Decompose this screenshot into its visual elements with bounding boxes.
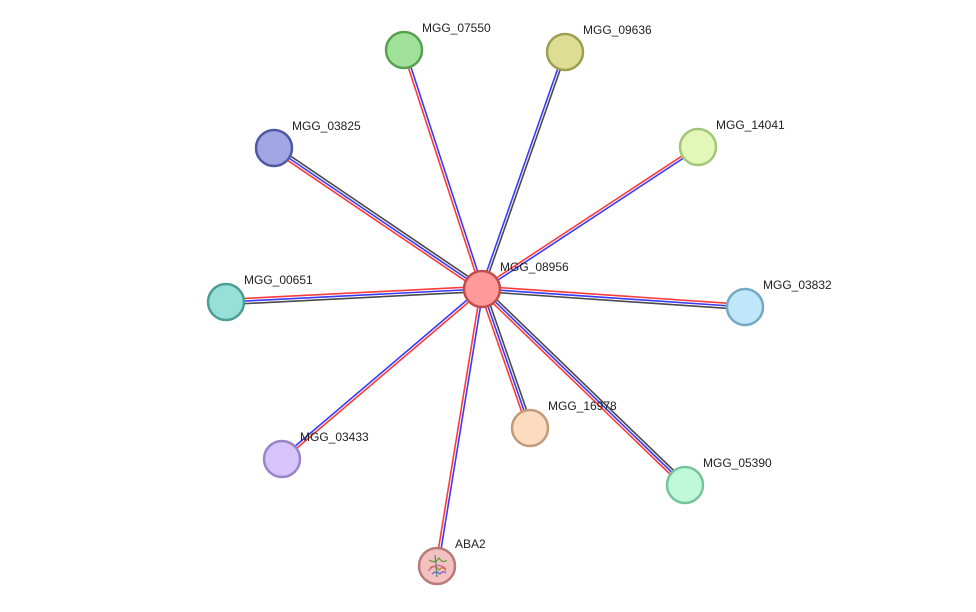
edge-line-red xyxy=(225,285,482,301)
node-circle[interactable] xyxy=(665,465,705,505)
edge-line-blue xyxy=(482,147,700,291)
edge-line-blue xyxy=(225,288,483,303)
node-label-MGG_00651: MGG_00651 xyxy=(244,273,313,287)
node-circle[interactable] xyxy=(262,439,302,479)
node-label-MGG_03832: MGG_03832 xyxy=(763,278,832,292)
edge-line-blue xyxy=(273,147,483,290)
node-ABA2[interactable] xyxy=(417,546,457,586)
node-circle[interactable] xyxy=(545,32,585,72)
node-circle[interactable] xyxy=(206,282,246,322)
node-circle[interactable] xyxy=(678,127,718,167)
node-label-MGG_03825: MGG_03825 xyxy=(292,119,361,133)
edges-layer xyxy=(225,49,746,567)
edge-line-black xyxy=(275,145,484,288)
node-label-MGG_14041: MGG_14041 xyxy=(716,118,785,132)
nodes-layer xyxy=(206,30,765,586)
edge-MGG_03433 xyxy=(280,287,484,461)
node-label-MGG_16978: MGG_16978 xyxy=(548,399,617,413)
node-MGG_09636[interactable] xyxy=(545,32,585,72)
edge-line-red xyxy=(282,289,484,461)
node-MGG_03825[interactable] xyxy=(254,128,294,168)
edge-MGG_03825 xyxy=(272,145,484,292)
edge-MGG_09636 xyxy=(480,51,567,290)
edge-line-blue xyxy=(481,288,686,486)
structure-stroke xyxy=(427,564,447,572)
edge-line-black xyxy=(482,52,567,290)
edge-line-red xyxy=(480,145,698,289)
node-label-MGG_08956: MGG_08956 xyxy=(500,260,569,274)
protein-structure-icon xyxy=(427,554,448,578)
edge-MGG_07550 xyxy=(402,49,484,290)
edge-line-blue xyxy=(404,49,484,289)
edge-line-red xyxy=(402,50,482,290)
structure-stroke xyxy=(431,571,447,575)
node-circle[interactable] xyxy=(254,128,294,168)
node-circle[interactable] xyxy=(725,287,765,327)
edge-line-red xyxy=(478,289,529,430)
node-circle[interactable] xyxy=(462,269,502,309)
edge-line-blue xyxy=(280,287,482,459)
node-MGG_03832[interactable] xyxy=(725,287,765,327)
edge-line-blue xyxy=(481,288,531,429)
edge-line-red xyxy=(479,290,684,488)
edge-line-blue xyxy=(437,289,485,567)
edge-line-blue xyxy=(481,288,746,308)
edge-line-black xyxy=(483,286,688,484)
edge-MGG_00651 xyxy=(225,285,483,306)
edge-line-black xyxy=(226,290,483,306)
node-label-MGG_05390: MGG_05390 xyxy=(703,456,772,470)
edge-MGG_14041 xyxy=(480,145,700,291)
node-label-MGG_07550: MGG_07550 xyxy=(422,21,491,35)
node-label-MGG_03433: MGG_03433 xyxy=(300,430,369,444)
edge-line-black xyxy=(481,290,745,311)
edge-line-red xyxy=(482,285,746,306)
node-circle[interactable] xyxy=(384,30,424,70)
edge-line-red xyxy=(272,149,481,292)
edge-ABA2 xyxy=(434,288,485,567)
node-MGG_07550[interactable] xyxy=(384,30,424,70)
node-label-MGG_09636: MGG_09636 xyxy=(583,23,652,37)
center-node-MGG_08956[interactable] xyxy=(462,269,502,309)
edge-line-black xyxy=(483,287,534,428)
node-MGG_03433[interactable] xyxy=(262,439,302,479)
edge-MGG_05390 xyxy=(479,286,688,488)
node-MGG_05390[interactable] xyxy=(665,465,705,505)
node-MGG_00651[interactable] xyxy=(206,282,246,322)
node-circle[interactable] xyxy=(510,408,550,448)
edge-MGG_16978 xyxy=(478,287,534,430)
edge-line-blue xyxy=(480,51,565,289)
edge-MGG_03832 xyxy=(481,285,746,311)
structure-stroke xyxy=(428,556,448,563)
node-MGG_16978[interactable] xyxy=(510,408,550,448)
node-label-ABA2: ABA2 xyxy=(455,537,486,551)
edge-line-red xyxy=(434,288,482,566)
node-MGG_14041[interactable] xyxy=(678,127,718,167)
